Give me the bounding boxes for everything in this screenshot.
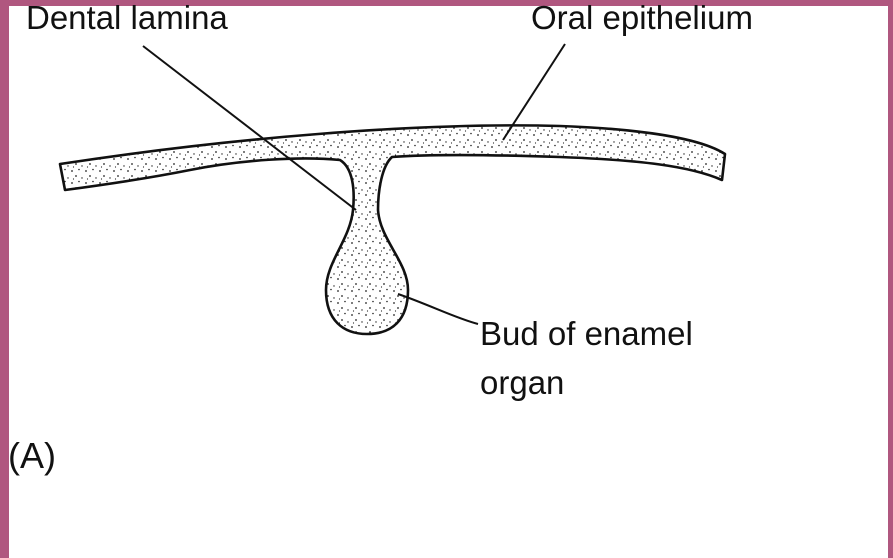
- leader-dental-lamina: [143, 46, 356, 210]
- oral-epithelium-and-bud: [60, 125, 725, 334]
- label-oral-epithelium: Oral epithelium: [531, 0, 753, 38]
- panel-label: (A): [8, 436, 56, 476]
- label-dental-lamina: Dental lamina: [26, 0, 228, 38]
- label-bud-line2: organ: [480, 363, 564, 403]
- label-bud-line1: Bud of enamel: [480, 314, 693, 354]
- leader-bud: [398, 294, 478, 324]
